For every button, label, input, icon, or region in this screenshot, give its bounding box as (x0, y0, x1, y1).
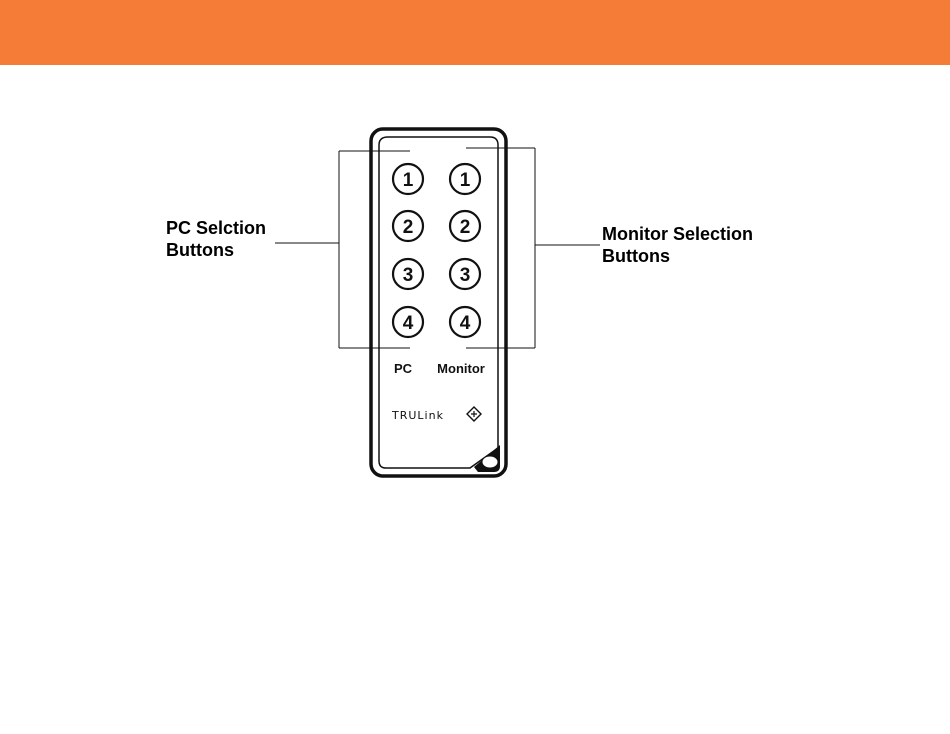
pc-column-label: PC (394, 361, 413, 376)
pc-selection-callout: PC Selction Buttons (166, 217, 266, 261)
monitor-callout-line-1: Monitor Selection (602, 223, 753, 245)
monitor-button-3[interactable]: 3 (450, 259, 480, 289)
keyring-hole (482, 456, 498, 468)
pc-button-4-label: 4 (403, 313, 414, 334)
monitor-selection-callout: Monitor Selection Buttons (602, 223, 753, 267)
monitor-button-2[interactable]: 2 (450, 211, 480, 241)
pc-button-1-label: 1 (403, 170, 414, 191)
remote-body (371, 129, 506, 476)
pc-callout-line-2: Buttons (166, 239, 266, 261)
brand-wordmark: TRULink (391, 409, 444, 422)
monitor-button-1[interactable]: 1 (450, 164, 480, 194)
pc-button-3-label: 3 (403, 265, 414, 286)
pc-button-1[interactable]: 1 (393, 164, 423, 194)
monitor-button-1-label: 1 (460, 170, 471, 191)
monitor-button-3-label: 3 (460, 265, 471, 286)
monitor-column-label: Monitor (437, 361, 485, 376)
monitor-button-2-label: 2 (460, 217, 471, 238)
pc-button-4[interactable]: 4 (393, 307, 423, 337)
pc-button-2-label: 2 (403, 217, 414, 238)
pc-button-3[interactable]: 3 (393, 259, 423, 289)
monitor-button-4[interactable]: 4 (450, 307, 480, 337)
pc-button-2[interactable]: 2 (393, 211, 423, 241)
monitor-callout-line-2: Buttons (602, 245, 753, 267)
monitor-button-4-label: 4 (460, 313, 471, 334)
pc-callout-line-1: PC Selction (166, 217, 266, 239)
